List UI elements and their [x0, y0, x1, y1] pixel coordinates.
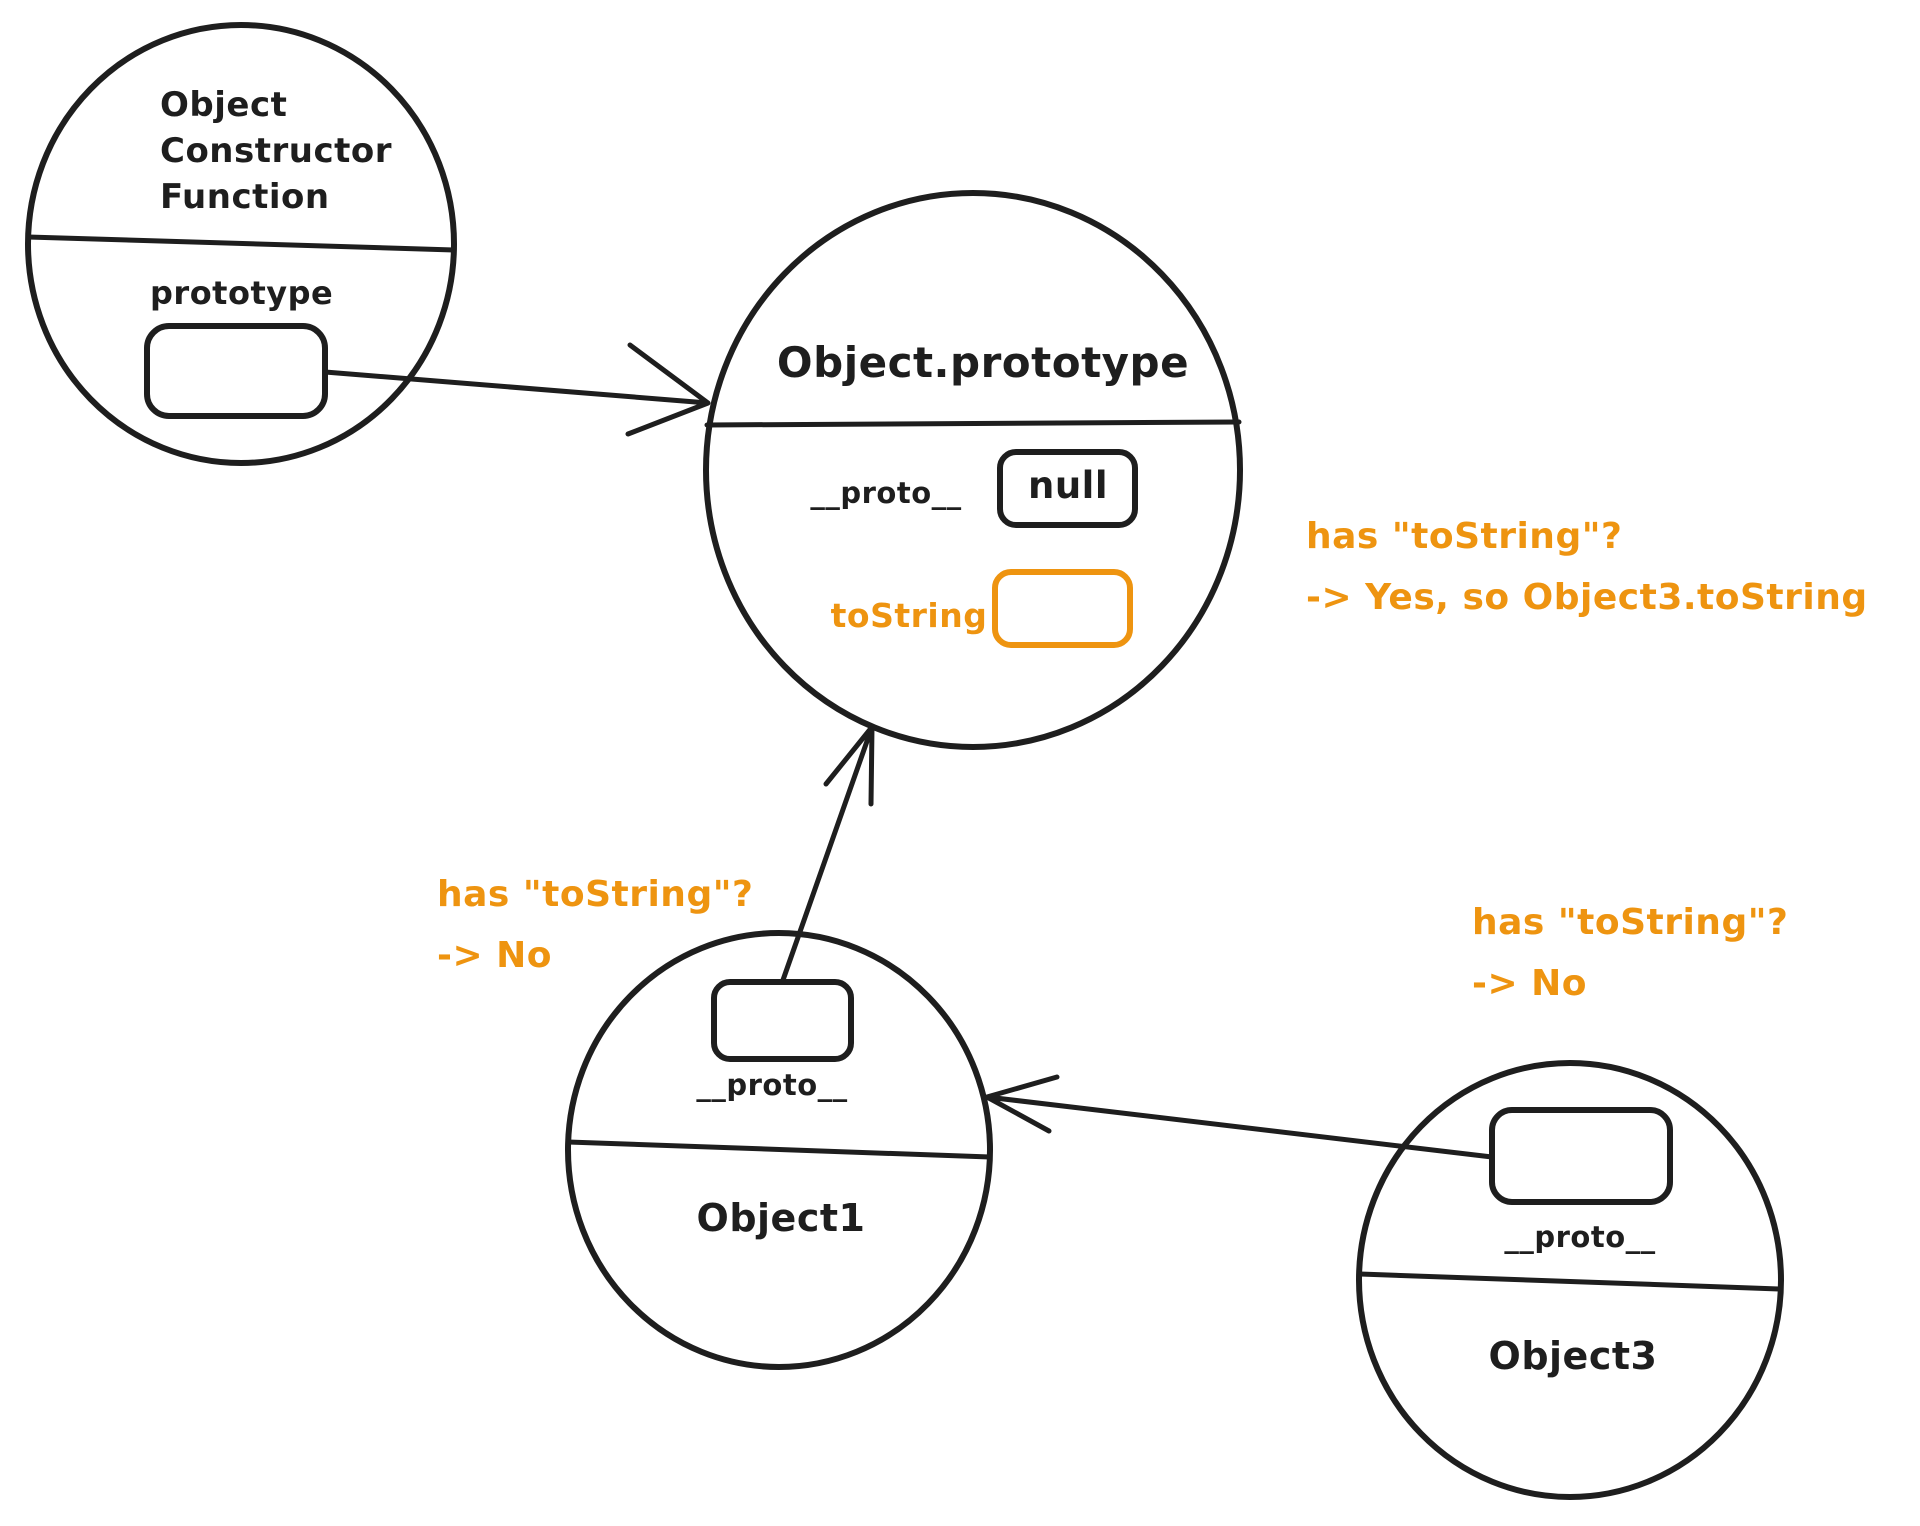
object1-divider [565, 1139, 993, 1160]
constructor-function-title-line3: Function [160, 177, 330, 217]
object-prototype-title: Object.prototype [776, 338, 1190, 387]
proto-null-box [997, 449, 1138, 528]
constructor-function-title: Object Constructor Function [160, 82, 392, 220]
object3-proto-label: __proto__ [1504, 1220, 1656, 1254]
constructor-function-divider [25, 234, 457, 253]
annotation-object1-check-line1: has "toString"? [437, 874, 754, 915]
object1-proto-label: __proto__ [696, 1068, 848, 1102]
arrow-object1-to-object-prototype [780, 724, 875, 983]
object1-proto-box [711, 979, 854, 1062]
arrow-prototype-to-object-prototype [322, 342, 711, 437]
object3-divider [1357, 1271, 1783, 1292]
object3-proto-box [1489, 1107, 1673, 1205]
annotation-object3-check-line2: -> No [1472, 963, 1587, 1004]
annotation-object3-check: has "toString"? -> No [1472, 892, 1788, 1014]
annotation-object3-check-line1: has "toString"? [1472, 902, 1789, 943]
object3-title: Object3 [1488, 1334, 1658, 1378]
proto-null-value: null [1027, 464, 1109, 507]
object-prototype-proto-label: __proto__ [810, 476, 962, 510]
object1-title: Object1 [696, 1196, 866, 1240]
constructor-function-title-line1: Object [160, 85, 288, 125]
annotation-object1-check-line2: -> No [437, 935, 552, 976]
annotation-prototype-check: has "toString"? -> Yes, so Object3.toStr… [1306, 506, 1868, 628]
annotation-prototype-check-line2: -> Yes, so Object3.toString [1306, 577, 1868, 618]
annotation-object1-check: has "toString"? -> No [437, 864, 753, 986]
tostring-label: toString [830, 596, 988, 635]
object-prototype-circle [703, 190, 1243, 750]
constructor-function-circle [25, 22, 457, 466]
annotation-prototype-check-line1: has "toString"? [1306, 516, 1623, 557]
prototype-slot-label: prototype [150, 274, 334, 312]
tostring-slot-box [992, 569, 1133, 648]
object3-circle [1356, 1060, 1784, 1500]
constructor-function-title-line2: Constructor [160, 131, 393, 171]
prototype-slot-box [144, 323, 328, 419]
arrow-object3-to-object1 [984, 1074, 1495, 1160]
object1-circle [565, 930, 993, 1370]
object-prototype-divider [704, 419, 1242, 428]
